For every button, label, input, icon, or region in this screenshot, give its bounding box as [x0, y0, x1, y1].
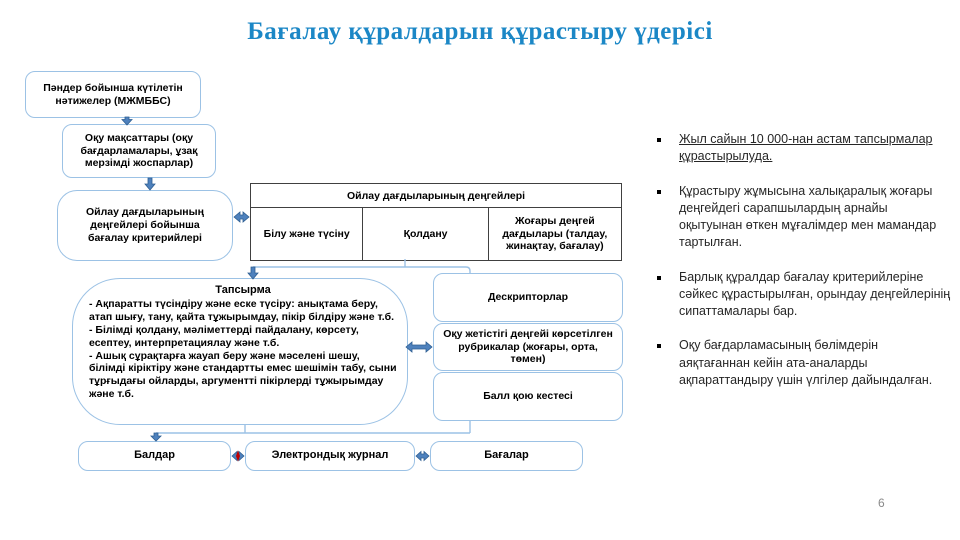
- box-points-label: Балдар: [134, 449, 175, 462]
- box-learning-goals: Оқу мақсаттары (оқу бағдарламалары, ұзақ…: [62, 124, 216, 178]
- box-electronic-journal-label: Электрондық журнал: [271, 449, 389, 462]
- table-row: Білу және түсіну Қолдану Жоғары деңгей д…: [251, 208, 621, 260]
- bullet-text-2: Құрастыру жұмысына халықаралық жоғары де…: [679, 183, 937, 250]
- box-score-table-label: Балл қою кестесі: [483, 390, 573, 403]
- box-learning-goals-label: Оқу мақсаттары (оқу бағдарламалары, ұзақ…: [80, 131, 198, 170]
- box-grades-label: Бағалар: [484, 449, 529, 462]
- box-rubrics: Оқу жетістігі деңгейі көрсетілген рубрик…: [433, 323, 623, 371]
- bullet-text-4: Оқу бағдарламасының бөлімдерін аяқтағанн…: [679, 338, 933, 387]
- box-electronic-journal: Электрондық журнал: [245, 441, 415, 471]
- box-points: Балдар: [78, 441, 231, 471]
- table-header: Ойлау дағдыларының деңгейлері: [251, 184, 621, 208]
- box-criteria-label: Ойлау дағдыларының деңгейлері бойынша ба…: [86, 206, 204, 244]
- box-descriptors-label: Дескрипторлар: [487, 291, 569, 304]
- notes-list: Жыл сайын 10 000-нан астам тапсырмалар қ…: [655, 131, 951, 389]
- task-item-2: - Білімді қолдану, мәліметтерді пайдалан…: [89, 324, 359, 349]
- task-box: Тапсырма - Ақпаратты түсіндіру және еске…: [72, 278, 408, 425]
- connector-table-to-task: [253, 266, 471, 273]
- bullet-square-icon: [657, 275, 661, 280]
- table-cell-apply: Қолдану: [362, 208, 487, 260]
- box-descriptors: Дескрипторлар: [433, 273, 623, 322]
- box-expected-results: Пәндер бойынша күтілетін нәтижелер (МЖМБ…: [25, 71, 201, 118]
- list-item: Барлық құралдар бағалау критерийлеріне с…: [655, 269, 951, 321]
- list-item: Оқу бағдарламасының бөлімдерін аяқтағанн…: [655, 337, 951, 389]
- bullet-square-icon: [657, 344, 661, 349]
- task-title: Тапсырма: [215, 284, 271, 296]
- thinking-levels-table: Ойлау дағдыларының деңгейлері Білу және …: [250, 183, 622, 261]
- arrow-down-into-points: [150, 432, 162, 442]
- box-rubrics-label: Оқу жетістігі деңгейі көрсетілген рубрик…: [443, 327, 613, 366]
- box-score-table: Балл қою кестесі: [433, 372, 623, 421]
- bullet-square-icon: [657, 138, 661, 142]
- box-expected-results-label: Пәндер бойынша күтілетін нәтижелер (МЖМБ…: [43, 81, 183, 107]
- box-criteria: Ойлау дағдыларының деңгейлері бойынша ба…: [57, 190, 233, 261]
- bullet-text-1: Жыл сайын 10 000-нан астам тапсырмалар қ…: [679, 132, 933, 164]
- list-item: Жыл сайын 10 000-нан астам тапсырмалар қ…: [655, 131, 951, 166]
- page-number: 6: [878, 496, 885, 510]
- arrow-double-task-rubrics: [405, 341, 433, 353]
- arrow-down-goals-to-criteria: [144, 177, 156, 191]
- box-grades: Бағалар: [430, 441, 583, 471]
- table-cell-higher-skills: Жоғары деңгей дағдылары (талдау, жинақта…: [487, 208, 621, 260]
- task-item-1: - Ақпаратты түсіндіру және еске түсіру: …: [89, 298, 395, 324]
- bullet-text-3: Барлық құралдар бағалау критерийлеріне с…: [679, 269, 951, 319]
- list-item: Құрастыру жұмысына халықаралық жоғары де…: [655, 183, 951, 252]
- page-title: Бағалау құралдарын құрастыру үдерісі: [247, 18, 713, 45]
- table-cell-know-understand: Білу және түсіну: [263, 227, 350, 240]
- task-item-3: - Ашық сұрақтарға жауап беру және мәселе…: [89, 349, 397, 400]
- red-mark-icon: [236, 450, 240, 462]
- bullet-square-icon: [657, 189, 661, 194]
- arrow-double-journal-grades: [415, 450, 430, 462]
- arrow-double-points-journal: [231, 450, 245, 462]
- arrow-double-criteria-table: [233, 211, 250, 223]
